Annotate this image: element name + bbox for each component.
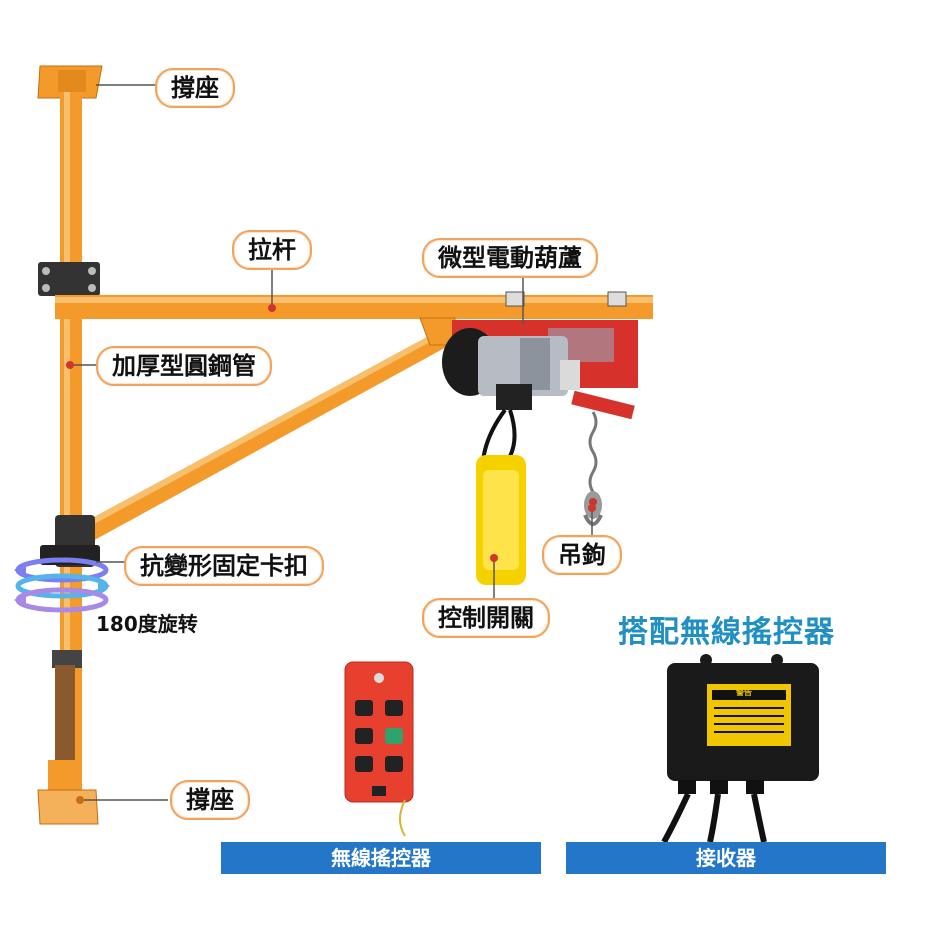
label-thick-tube: 加厚型圓鋼管 xyxy=(96,346,272,386)
pendant-control xyxy=(476,408,526,585)
hook-assembly xyxy=(571,390,635,526)
label-anti-deform-clamp: 抗變形固定卡扣 xyxy=(124,546,324,586)
leader-dot xyxy=(588,504,596,512)
upper-clamp xyxy=(38,262,100,296)
rotation-arrows-icon xyxy=(14,557,110,613)
banner-remote: 無線搖控器 xyxy=(221,842,541,874)
label-pull-rod: 拉杆 xyxy=(232,230,312,270)
receiver-warning-text: 警告 xyxy=(736,688,752,697)
leader-dot xyxy=(268,304,276,312)
vertical-mast xyxy=(52,92,82,792)
top-mount-plate xyxy=(37,65,103,99)
label-control-switch: 控制開關 xyxy=(422,598,550,638)
label-bottom-mount: 撐座 xyxy=(170,780,250,820)
leader-lines xyxy=(70,84,593,801)
label-rotation: 180度旋转 xyxy=(96,612,198,636)
accessory-title: 搭配無線搖控器 xyxy=(618,615,835,650)
horizontal-arm xyxy=(55,291,653,319)
banner-receiver: 接收器 xyxy=(566,842,886,874)
diagonal-brace xyxy=(70,317,456,548)
leader-dot xyxy=(66,361,74,369)
leader-dot xyxy=(519,324,527,332)
receiver-box xyxy=(661,654,819,844)
leader-dot xyxy=(490,554,498,562)
label-micro-hoist: 微型電動葫蘆 xyxy=(422,238,598,278)
label-top-mount: 撐座 xyxy=(155,68,235,108)
electric-hoist xyxy=(442,320,638,410)
bottom-mount-plate xyxy=(37,760,99,825)
label-hook: 吊鉤 xyxy=(542,535,622,575)
wireless-remote xyxy=(344,661,414,837)
